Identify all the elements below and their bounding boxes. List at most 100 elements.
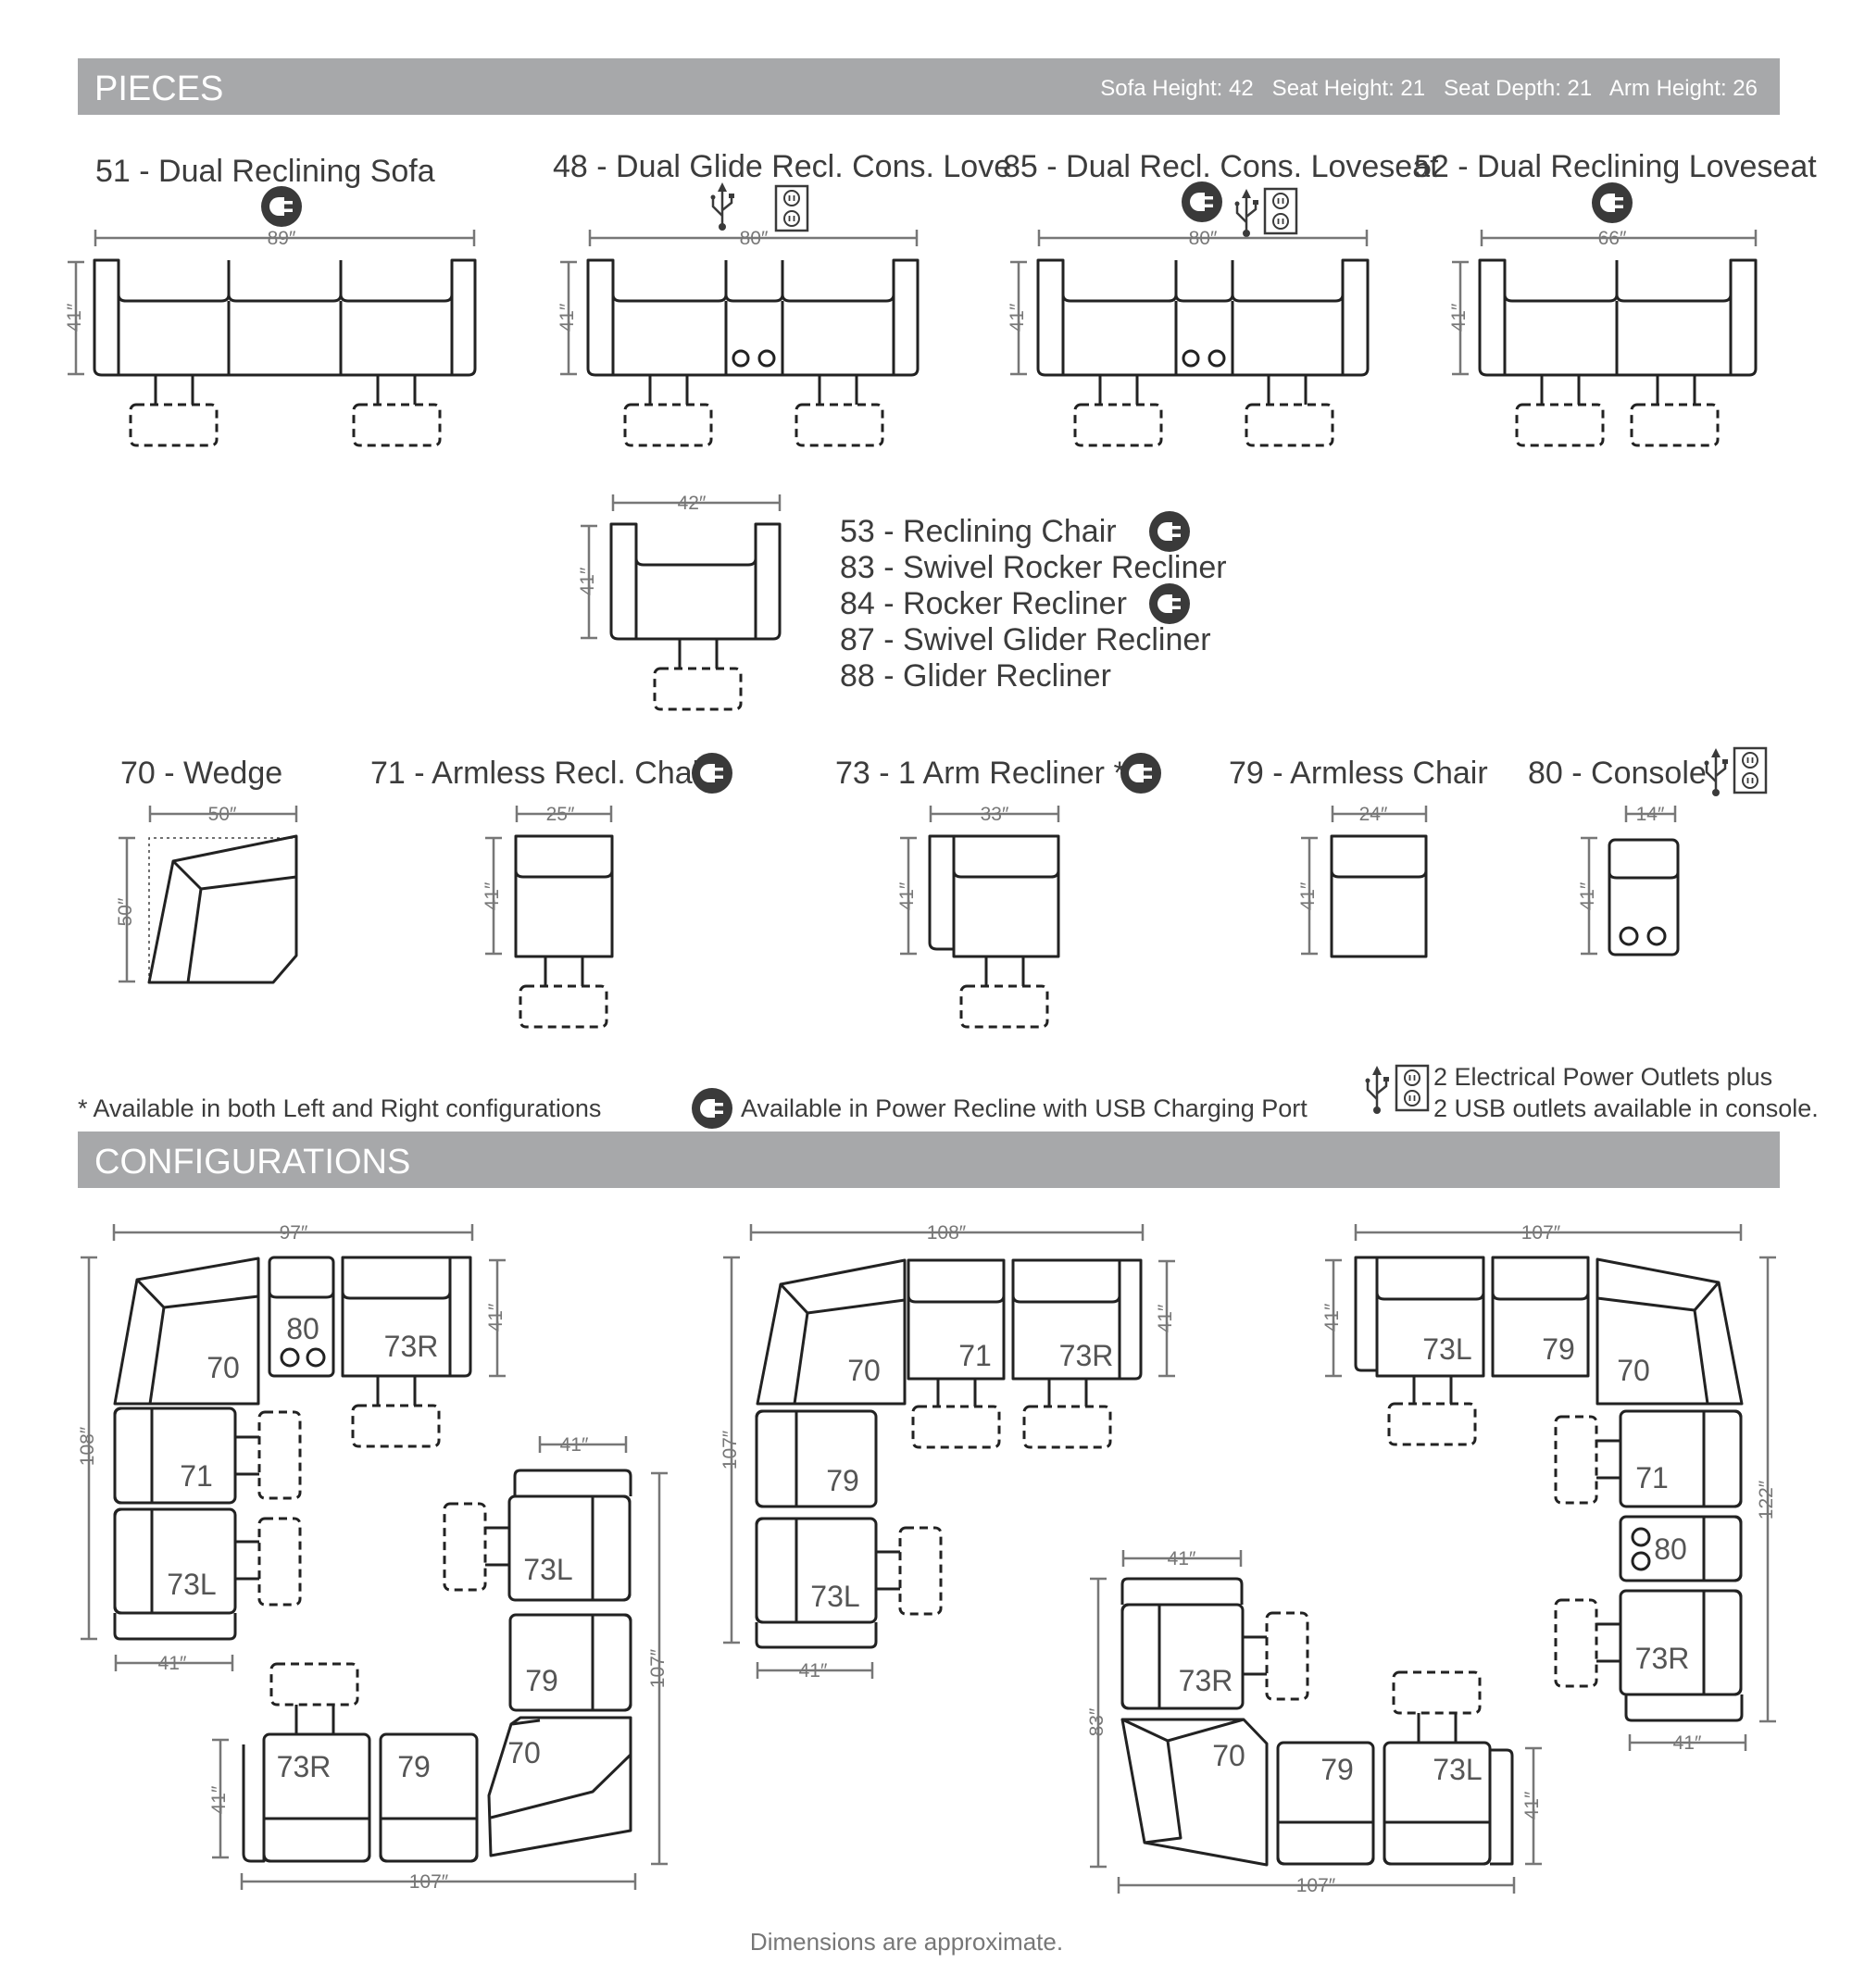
sofa-diagram: 89″ 41″: [64, 228, 477, 447]
dimension-label: 80″: [740, 228, 769, 249]
piece-title-glide-love: 48 - Dual Glide Recl. Cons. Love: [553, 149, 1011, 184]
dimension-label: 41″: [482, 881, 503, 910]
power-note: Available in Power Recline with USB Char…: [741, 1094, 1308, 1122]
power-plug-icon: [1149, 583, 1190, 624]
power-plug-icon: [692, 1088, 732, 1129]
power-plug-icon: [261, 186, 302, 227]
dimension-label: 42″: [678, 493, 707, 514]
configuration-3: 107″ 41″ 122″ 41″ 41″ 83″: [1086, 1222, 1777, 1896]
dimension-label: 41″: [1168, 1548, 1196, 1569]
piece-label: 73L: [810, 1580, 859, 1613]
dimension-label: 41″: [560, 1434, 589, 1456]
dimension-label: 41″: [1297, 881, 1319, 910]
dimension-label: 107″: [1296, 1875, 1336, 1896]
dimension-label: 41″: [1448, 303, 1470, 331]
power-plug-icon: [1592, 182, 1633, 223]
power-plug-icon: [1182, 181, 1222, 222]
dimension-label: 25″: [546, 804, 575, 825]
piece-label: 73R: [1179, 1664, 1233, 1697]
configuration-1: 97″ 108″ 41″ 41″ 41″ 107″: [77, 1222, 669, 1893]
piece-label: 73R: [384, 1330, 439, 1363]
dimension-label: 41″: [485, 1303, 507, 1332]
dimension-label: 41″: [1577, 881, 1598, 910]
power-plug-icon: [692, 753, 732, 794]
piece-label: 73R: [277, 1750, 332, 1783]
power-plug-icon: [1149, 511, 1190, 552]
piece-label: 80: [1654, 1532, 1687, 1566]
one-arm-recliner-diagram: 33″ 41″: [896, 804, 1060, 1029]
piece-label: 70: [507, 1736, 541, 1769]
dimension-label: 108″: [927, 1222, 967, 1244]
dimension-label: 108″: [77, 1426, 98, 1466]
dimension-label: 89″: [268, 228, 296, 249]
dimension-label: 41″: [1155, 1304, 1176, 1332]
dimension-label: 107″: [1521, 1222, 1561, 1244]
piece-label: 73L: [1433, 1753, 1482, 1786]
piece-label: 79: [826, 1464, 859, 1497]
piece-label: 79: [1542, 1332, 1575, 1366]
piece-label: 79: [397, 1750, 431, 1783]
configurations-heading: CONFIGURATIONS: [94, 1143, 410, 1182]
footer-note: Dimensions are approximate.: [750, 1928, 1063, 1956]
dimension-label: 66″: [1598, 228, 1627, 249]
configurations-header-bar: [78, 1132, 1780, 1188]
piece-title-wedge: 70 - Wedge: [120, 756, 282, 791]
dimension-label: 83″: [1086, 1707, 1107, 1736]
outlet-icon: [1395, 1064, 1430, 1112]
configuration-2: 108″ 107″ 41″ 41″: [720, 1222, 1176, 1682]
dimension-label: 97″: [280, 1222, 308, 1244]
dimension-label: 24″: [1359, 804, 1388, 825]
piece-title-sofa: 51 - Dual Reclining Sofa: [95, 154, 435, 189]
piece-title-recl-love: 52 - Dual Reclining Loveseat: [1414, 149, 1817, 184]
chair-list-item: 87 - Swivel Glider Recliner: [840, 622, 1211, 657]
dimension-label: 41″: [1521, 1791, 1543, 1819]
chair-list-item: 53 - Reclining Chair: [840, 514, 1117, 549]
outlets-note-line2: 2 USB outlets available in console.: [1433, 1094, 1819, 1122]
dimension-label: 14″: [1636, 804, 1665, 825]
armless-chair-diagram: 24″ 41″: [1297, 804, 1428, 958]
armless-recl-chair-diagram: 25″ 41″: [482, 804, 614, 1029]
piece-label: 80: [286, 1312, 319, 1345]
chair-list-item: 83 - Swivel Rocker Recliner: [840, 550, 1227, 585]
usb-icon: [1703, 746, 1730, 798]
recl-cons-love-diagram: 80″ 41″: [1007, 228, 1370, 447]
outlet-icon: [1733, 746, 1768, 794]
piece-label: 73L: [523, 1553, 572, 1586]
piece-label: 70: [1617, 1354, 1650, 1387]
piece-label: 71: [958, 1339, 992, 1372]
dimension-label: 41″: [799, 1660, 828, 1682]
piece-title-armless-recl: 71 - Armless Recl. Chair: [370, 756, 710, 791]
dimension-label: 41″: [557, 303, 578, 331]
dimension-label: 122″: [1756, 1480, 1777, 1519]
reclining-chair-diagram: 42″ 41″: [577, 493, 782, 711]
usb-icon: [1364, 1064, 1391, 1116]
dimension-label: 80″: [1189, 228, 1218, 249]
dimension-label: 50″: [208, 804, 237, 825]
piece-label: 70: [847, 1354, 881, 1387]
dimension-label: 107″: [409, 1871, 449, 1893]
glide-love-diagram: 80″ 41″: [557, 228, 920, 447]
piece-label: 79: [1320, 1753, 1354, 1786]
dimension-label: 41″: [64, 303, 85, 331]
dimension-label: 107″: [647, 1648, 669, 1688]
power-plug-icon: [1120, 753, 1161, 794]
piece-title-recl-cons-love: 85 - Dual Recl. Cons. Loveseat: [1003, 149, 1439, 184]
wedge-diagram: 50″ 50″: [115, 804, 298, 984]
dimension-label: 50″: [115, 897, 136, 926]
piece-label: 70: [206, 1351, 240, 1384]
piece-title-console: 80 - Console: [1528, 756, 1707, 791]
availability-note: * Available in both Left and Right confi…: [78, 1094, 601, 1122]
outlet-icon: [1263, 187, 1298, 235]
recl-love-diagram: 66″ 41″: [1448, 228, 1758, 447]
dimension-label: 41″: [1673, 1732, 1702, 1754]
dimension-label: 107″: [720, 1430, 741, 1469]
chair-list-item: 88 - Glider Recliner: [840, 658, 1111, 694]
piece-label: 71: [1635, 1461, 1669, 1494]
dimension-label: 41″: [1007, 303, 1028, 331]
outlets-note-line1: 2 Electrical Power Outlets plus: [1433, 1063, 1772, 1091]
usb-icon: [709, 181, 736, 232]
piece-label: 79: [525, 1664, 558, 1697]
piece-label: 70: [1212, 1739, 1245, 1772]
piece-label: 73R: [1059, 1339, 1114, 1372]
